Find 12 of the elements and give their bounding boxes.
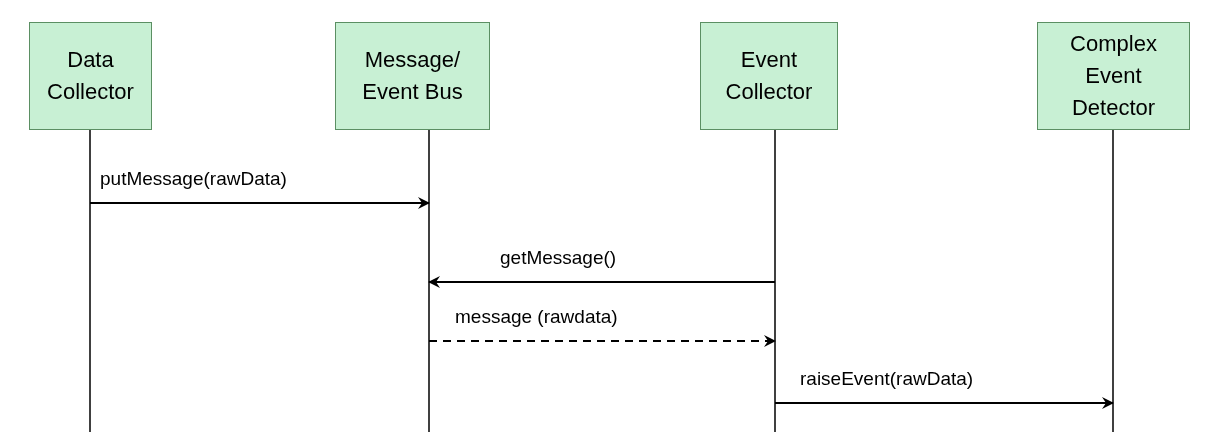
message-label: getMessage() (500, 247, 617, 269)
participant-name: Data Collector (47, 46, 134, 106)
message-arrow (774, 397, 1114, 409)
message-label: raiseEvent(rawData) (800, 368, 974, 390)
participant-name: Complex Event Detector (1069, 30, 1158, 122)
message-label: putMessage(rawData) (100, 168, 287, 190)
message-arrow (428, 276, 776, 288)
message-arrow (428, 335, 776, 347)
participant-name: Event Collector (724, 46, 814, 106)
message-arrow (89, 197, 430, 209)
participant-name: Message/ Event Bus (361, 46, 464, 106)
message-label: message (rawdata) (455, 306, 618, 328)
